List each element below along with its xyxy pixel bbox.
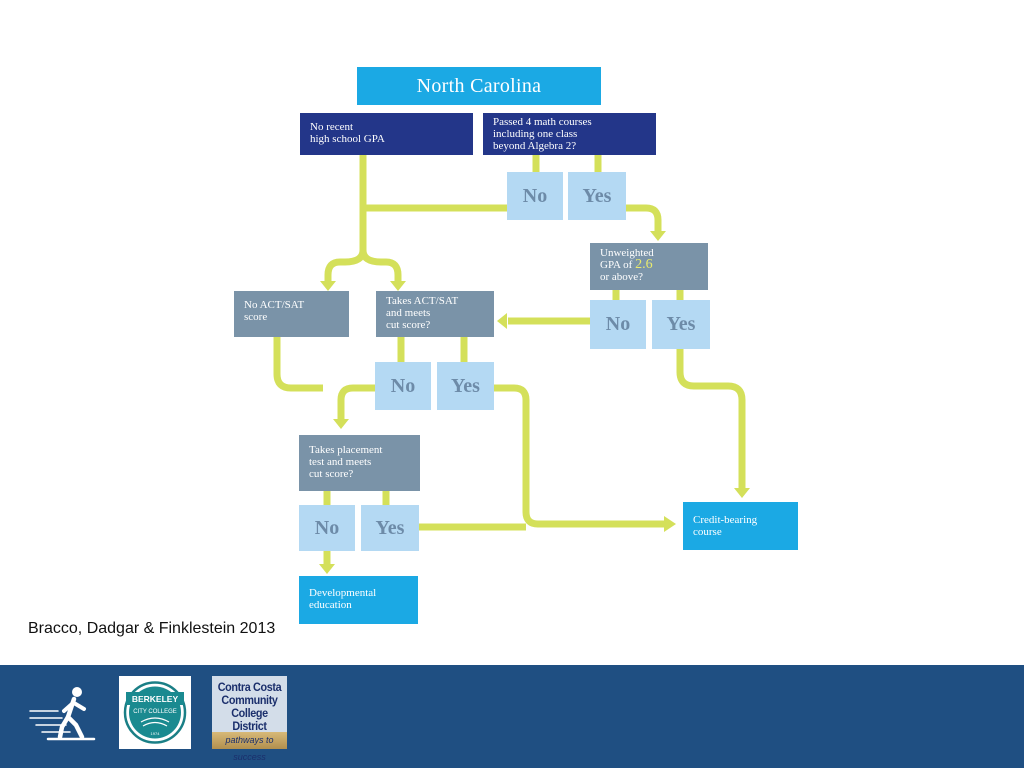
node-credit-bearing: Credit-bearing course [683,502,798,550]
connector-act-no-left [337,384,375,421]
connector-branch-act [359,249,402,282]
node-placement-question: Takes placement test and meets cut score… [299,435,420,491]
ccc-line-1: Contra Costa [217,680,282,694]
walker-icon [29,687,96,741]
node-developmental: Developmental education [299,576,418,624]
ccc-tagline: pathways to success [212,732,287,762]
choice-act-no: No [375,362,431,410]
berkeley-year: 1974 [151,731,161,736]
connector-gpa-yes-credit [676,349,746,490]
arrowhead-credit-down [734,488,750,498]
choice-math-no: No [507,172,563,220]
flow-connectors [273,155,750,574]
berkeley-seal-icon: BERKELEY CITY COLLEGE 1974 [123,681,187,744]
arrowhead-noact [320,281,336,291]
gpa-question-text: Unweighted GPA of [600,247,654,271]
gpa-threshold-value: 2.6 [635,257,653,272]
berkeley-city-college-logo: BERKELEY CITY COLLEGE 1974 [119,676,191,749]
gpa-question-tail: or above? [600,271,644,283]
arrowhead-act [390,281,406,291]
connector-act-yes-credit [494,384,665,528]
contra-costa-logo: Contra Costa Community College District … [212,676,287,762]
connector-noact-down [273,337,323,392]
citation: Bracco, Dadgar & Finklestein 2013 [28,620,276,637]
berkeley-name: BERKELEY [132,694,179,704]
connector-math-yes-gpa [626,204,662,233]
title-north-carolina: North Carolina [357,67,601,105]
choice-math-yes: Yes [568,172,626,220]
node-act-sat-question: Takes ACT/SAT and meets cut score? [376,291,494,337]
ccc-line-3: College District [231,706,268,733]
node-passed-math-question: Passed 4 math courses including one clas… [483,113,656,155]
berkeley-subtitle: CITY COLLEGE [133,709,177,715]
node-gpa-question: Unweighted GPA of 2.6 or above? [590,243,708,290]
node-no-recent-gpa: No recent high school GPA [300,113,473,155]
choice-act-yes: Yes [437,362,494,410]
arrowhead-gpa [650,231,666,241]
arrowhead-developmental [319,564,335,574]
ccc-line-2: Community [221,693,278,707]
arrowhead-credit-left [664,516,676,532]
choice-gpa-yes: Yes [652,300,710,349]
choice-placement-yes: Yes [361,505,419,551]
connector-branch-noact [324,249,367,282]
arrowhead-act-left [497,313,507,329]
arrowhead-placement [333,419,349,429]
node-no-act-sat: No ACT/SAT score [234,291,349,337]
choice-gpa-no: No [590,300,646,349]
choice-placement-no: No [299,505,355,551]
